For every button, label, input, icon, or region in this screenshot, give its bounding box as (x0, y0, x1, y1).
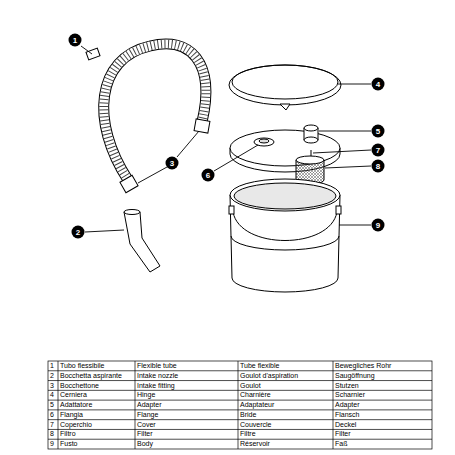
table-cell: Bocchetta aspirante (60, 371, 122, 381)
table-cell: Bride (240, 410, 256, 420)
hose-end (86, 48, 100, 60)
intake-nozzle (124, 212, 160, 272)
table-cell: Faß (335, 439, 347, 449)
table-cell: Intake nozzle (137, 371, 178, 381)
cover (230, 130, 340, 166)
table-cell: Filter (335, 429, 351, 439)
hose-ribs (104, 44, 206, 180)
callout-number: 2 (72, 226, 85, 239)
table-cell: Flange (137, 410, 158, 420)
intake-fitting (194, 119, 210, 133)
intake-nozzle-top (124, 210, 140, 215)
table-cell: Goulot (240, 381, 261, 391)
table-cell: Adaptateur (240, 400, 274, 410)
table-cell: Filtre (240, 429, 256, 439)
table-cell: Fusto (60, 439, 78, 449)
table-cell: 1 (50, 361, 54, 371)
table-cell: Goulot d'aspiration (240, 371, 298, 381)
table-cell: Scharnier (335, 390, 365, 400)
table-cell: 6 (50, 410, 54, 420)
table-row-line (48, 380, 432, 381)
table-cell: Charnière (240, 390, 271, 400)
body-rim (230, 179, 340, 211)
table-cell: Couvercle (240, 420, 272, 430)
intake-fitting (120, 175, 138, 192)
table-cell: Filtro (60, 429, 76, 439)
table-cell: Adapter (137, 400, 162, 410)
table-cell: Cerniera (60, 390, 87, 400)
callout-number: 5 (372, 125, 385, 138)
table-cell: Filter (137, 429, 153, 439)
callout-circles (69, 34, 385, 239)
table-row-line (48, 419, 432, 420)
table-cell: Bocchettone (60, 381, 99, 391)
callout-number: 4 (372, 78, 385, 91)
callout-number: 8 (372, 160, 385, 173)
table-cell: Body (137, 439, 153, 449)
table-cell: Deckel (335, 420, 356, 430)
table-cell: Flexible tube (137, 361, 177, 371)
table-cell: 4 (50, 390, 54, 400)
flange (254, 138, 274, 146)
table-row-line (48, 439, 432, 440)
table-cell: 9 (50, 439, 54, 449)
table-cell: 8 (50, 429, 54, 439)
hose (104, 44, 206, 180)
hose-fill (104, 44, 206, 180)
table-row-line (48, 370, 432, 371)
flange-hole (259, 139, 269, 143)
callout-number: 7 (372, 144, 385, 157)
table-cell: Hinge (137, 390, 155, 400)
lid (229, 65, 341, 105)
table-cell: 3 (50, 381, 54, 391)
table-cell: Flansch (335, 410, 360, 420)
callout-number: 1 (69, 34, 82, 47)
handle-clip (229, 206, 234, 214)
lid-rim (232, 65, 338, 99)
table-cell: Flangia (60, 410, 83, 420)
body-handle (233, 212, 337, 241)
callout-number: 6 (202, 169, 215, 182)
table-cell: Tubo flessibile (60, 361, 105, 371)
body-band (231, 236, 339, 250)
table-cell: Saugöffnung (335, 371, 375, 381)
handle-clip (336, 206, 341, 214)
hinge (280, 104, 290, 110)
table-cell: Réservoir (240, 439, 270, 449)
table-cell: Cover (137, 420, 156, 430)
table-cell: Coperchio (60, 420, 92, 430)
callout-number: 3 (166, 157, 179, 170)
body-opening (234, 183, 336, 209)
table-row-line (48, 409, 432, 410)
table-row-line (48, 400, 432, 401)
table-row-line (48, 429, 432, 430)
filter-top (296, 156, 324, 164)
cover-pin (311, 150, 312, 156)
callout-number: 9 (372, 219, 385, 232)
table-cell: 7 (50, 420, 54, 430)
table-grid (48, 361, 432, 449)
table-cell: Adapter (335, 400, 360, 410)
table-row-line (48, 390, 432, 391)
leader-lines (81, 46, 371, 232)
table-cell: Bewegliches Rohr (335, 361, 391, 371)
table-cell: Adattatore (60, 400, 92, 410)
adapter-top (304, 125, 318, 131)
adapter-base (304, 137, 318, 143)
table-cell: 2 (50, 371, 54, 381)
table-cell: 5 (50, 400, 54, 410)
table-cell: Tube flexible (240, 361, 279, 371)
table-cell: Stutzen (335, 381, 359, 391)
table-cell: Intake fitting (137, 381, 175, 391)
